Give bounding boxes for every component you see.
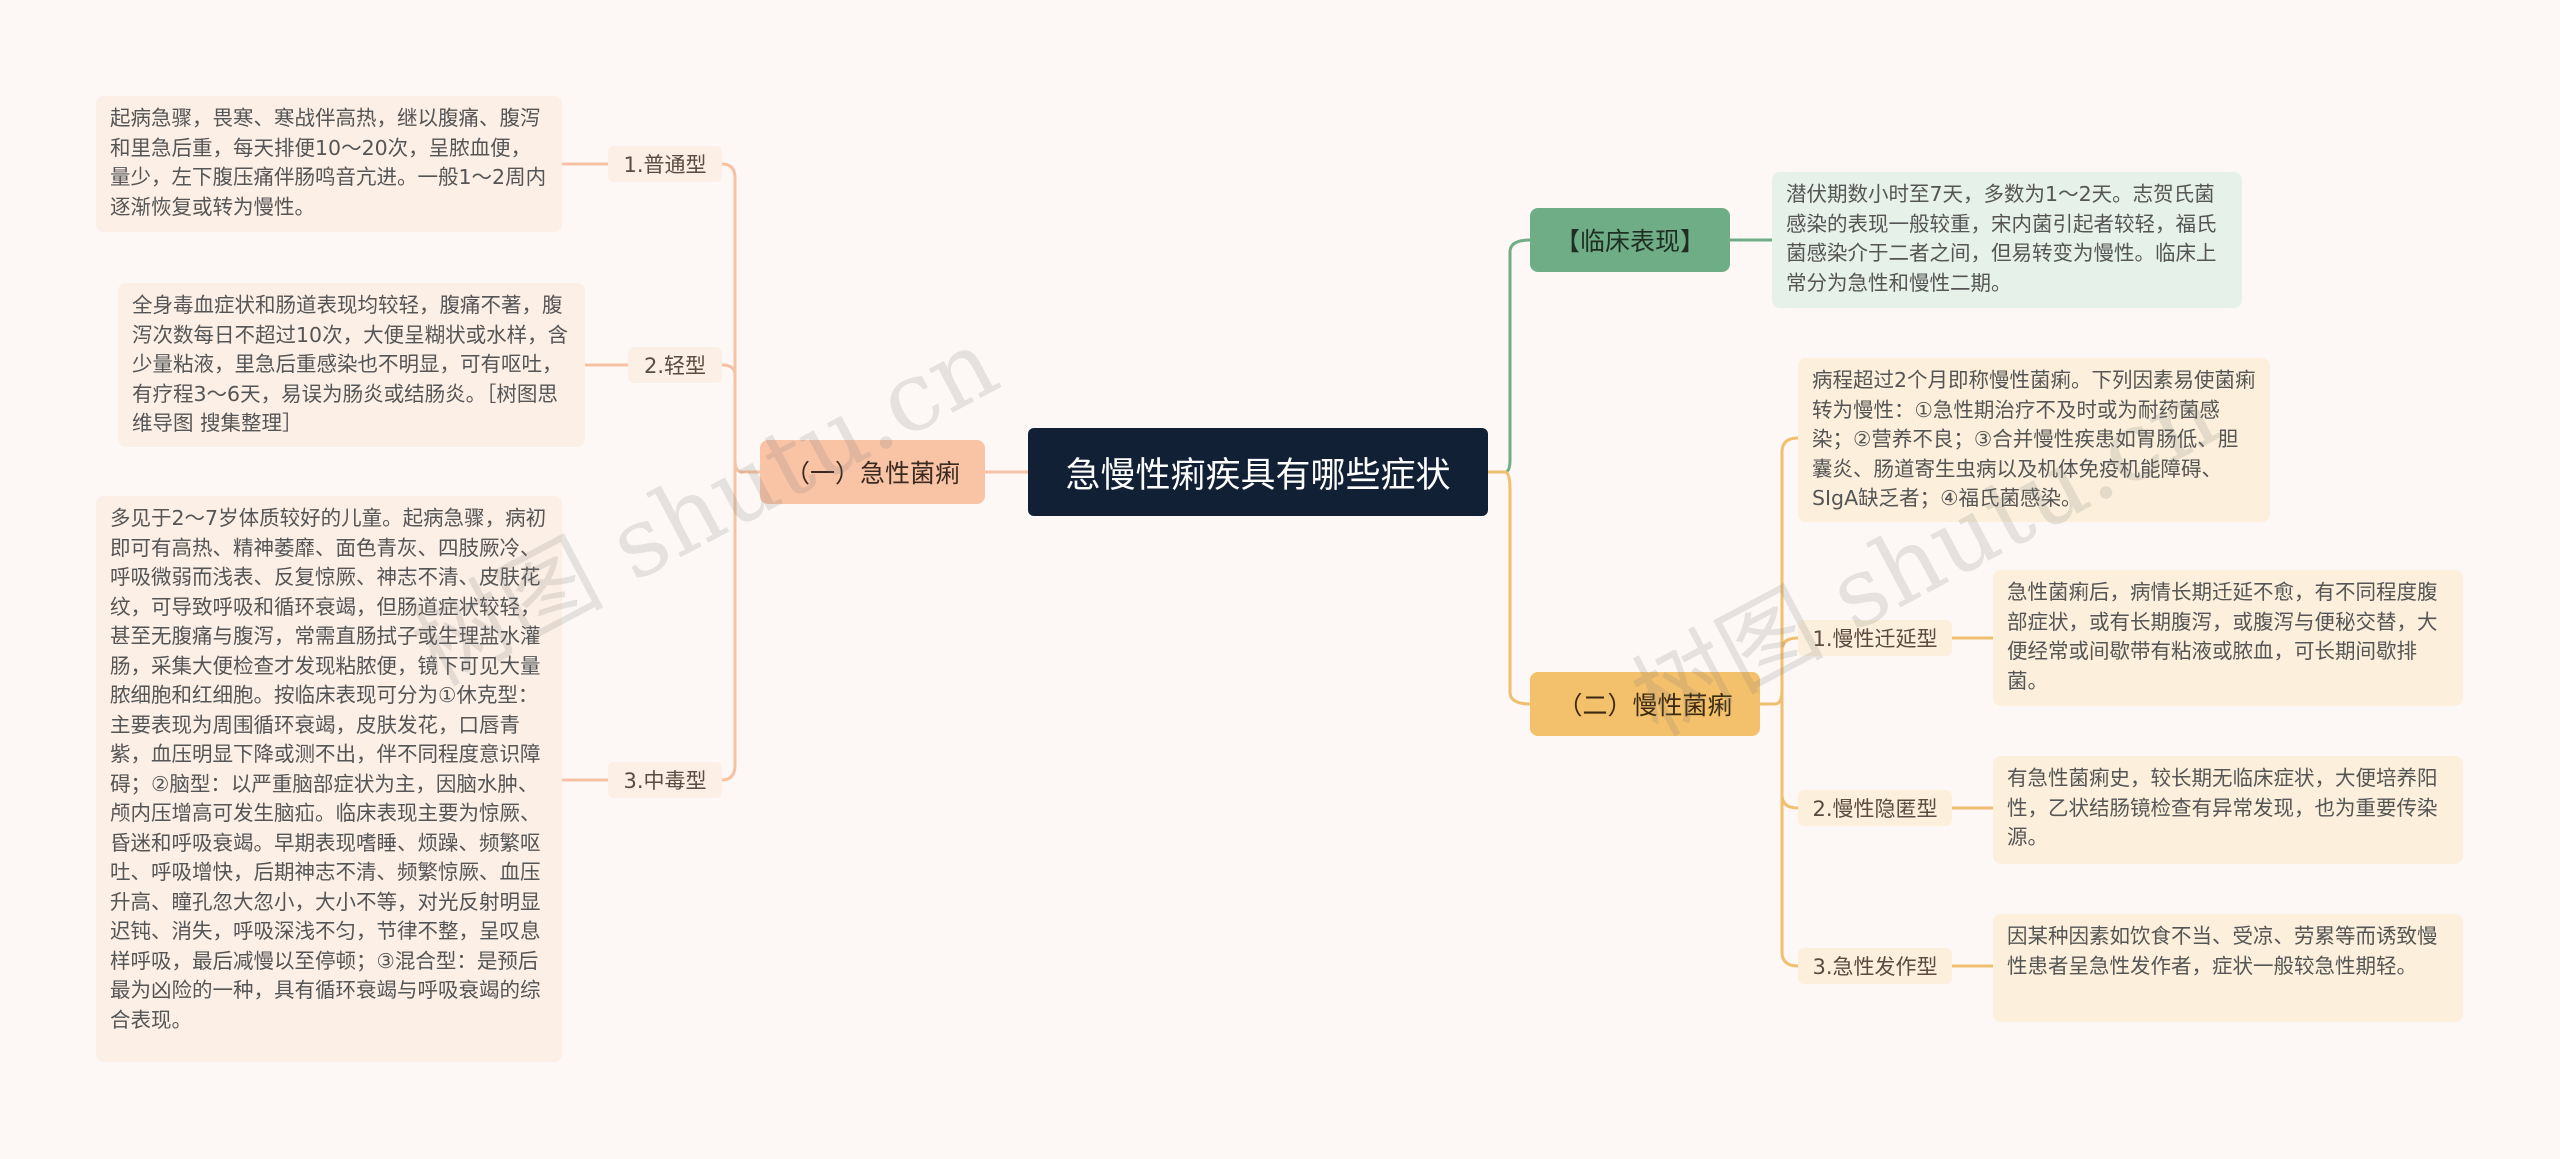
clinical-detail[interactable]: 潜伏期数小时至7天，多数为1～2天。志贺氏菌感染的表现一般较重，宋内菌引起者较轻… (1772, 172, 2242, 308)
chronic-sub-acute-attack[interactable]: 3.急性发作型 (1798, 948, 1952, 984)
acute-mild-detail[interactable]: 全身毒血症状和肠道表现均较轻，腹痛不著，腹泻次数每日不超过10次，大便呈糊状或水… (118, 283, 585, 447)
chronic-sub-latent[interactable]: 2.慢性隐匿型 (1798, 790, 1952, 826)
chronic-acute-attack-text: 因某种因素如饮食不当、受凉、劳累等而诱致慢性患者呈急性发作者，症状一般较急性期轻… (2007, 924, 2438, 978)
clinical-text: 潜伏期数小时至7天，多数为1～2天。志贺氏菌感染的表现一般较重，宋内菌引起者较轻… (1786, 182, 2217, 295)
branch-chronic-label: （二）慢性菌痢 (1557, 691, 1733, 720)
chronic-sub-latent-label: 2.慢性隐匿型 (1812, 797, 1938, 821)
chronic-sub-persistent-label: 1.慢性迁延型 (1812, 627, 1938, 651)
branch-clinical-label: 【临床表现】 (1554, 227, 1705, 256)
chronic-latent-text: 有急性菌痢史，较长期无临床症状，大便培养阳性，乙状结肠镜检查有异常发现，也为重要… (2007, 766, 2438, 849)
acute-normal-text: 起病急骤，畏寒、寒战伴高热，继以腹痛、腹泻和里急后重，每天排便10～20次，呈脓… (110, 106, 547, 219)
acute-normal-detail[interactable]: 起病急骤，畏寒、寒战伴高热，继以腹痛、腹泻和里急后重，每天排便10～20次，呈脓… (96, 96, 562, 232)
branch-chronic[interactable]: （二）慢性菌痢 (1530, 672, 1760, 736)
acute-toxic-detail[interactable]: 多见于2～7岁体质较好的儿童。起病急骤，病初即可有高热、精神萎靡、面色青灰、四肢… (96, 496, 562, 1062)
acute-sub-toxic[interactable]: 3.中毒型 (608, 762, 722, 798)
chronic-persistent-detail[interactable]: 急性菌痢后，病情长期迁延不愈，有不同程度腹部症状，或有长期腹泻，或腹泻与便秘交替… (1993, 570, 2463, 706)
acute-sub-mild[interactable]: 2.轻型 (628, 347, 722, 383)
chronic-sub-persistent[interactable]: 1.慢性迁延型 (1798, 620, 1952, 656)
acute-toxic-text: 多见于2～7岁体质较好的儿童。起病急骤，病初即可有高热、精神萎靡、面色青灰、四肢… (110, 506, 547, 1032)
chronic-intro-detail[interactable]: 病程超过2个月即称慢性菌痢。下列因素易使菌痢转为慢性：①急性期治疗不及时或为耐药… (1798, 358, 2270, 522)
chronic-sub-acute-attack-label: 3.急性发作型 (1812, 955, 1938, 979)
acute-sub-normal[interactable]: 1.普通型 (608, 146, 722, 182)
central-topic[interactable]: 急慢性痢疾具有哪些症状 (1028, 428, 1488, 516)
acute-mild-text: 全身毒血症状和肠道表现均较轻，腹痛不著，腹泻次数每日不超过10次，大便呈糊状或水… (132, 293, 569, 435)
chronic-latent-detail[interactable]: 有急性菌痢史，较长期无临床症状，大便培养阳性，乙状结肠镜检查有异常发现，也为重要… (1993, 756, 2463, 864)
chronic-persistent-text: 急性菌痢后，病情长期迁延不愈，有不同程度腹部症状，或有长期腹泻，或腹泻与便秘交替… (2007, 580, 2438, 693)
chronic-intro-text: 病程超过2个月即称慢性菌痢。下列因素易使菌痢转为慢性：①急性期治疗不及时或为耐药… (1812, 368, 2256, 510)
central-topic-label: 急慢性痢疾具有哪些症状 (1065, 455, 1451, 496)
acute-sub-toxic-label: 3.中毒型 (623, 769, 707, 793)
acute-sub-normal-label: 1.普通型 (623, 153, 707, 177)
branch-clinical[interactable]: 【临床表现】 (1530, 208, 1730, 272)
branch-acute[interactable]: （一）急性菌痢 (760, 440, 985, 504)
chronic-acute-attack-detail[interactable]: 因某种因素如饮食不当、受凉、劳累等而诱致慢性患者呈急性发作者，症状一般较急性期轻… (1993, 914, 2463, 1022)
branch-acute-label: （一）急性菌痢 (784, 459, 960, 488)
acute-sub-mild-label: 2.轻型 (643, 354, 707, 378)
